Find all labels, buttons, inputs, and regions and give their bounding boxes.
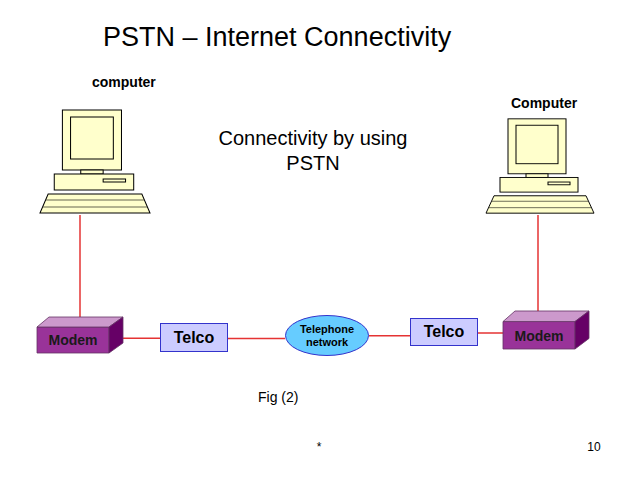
monitor-case	[62, 110, 121, 170]
system-unit	[500, 177, 578, 192]
system-unit	[54, 174, 133, 190]
node-text: Modem	[503, 322, 575, 349]
connector-line	[537, 215, 539, 311]
monitor-case	[508, 119, 566, 174]
computer-icon	[486, 117, 594, 215]
drive-slot	[548, 182, 570, 185]
connector-line	[123, 338, 160, 340]
modem-top	[503, 311, 589, 322]
figure-caption: Fig (2)	[258, 389, 298, 405]
node-text: Telco	[411, 319, 477, 345]
keyboard	[486, 196, 594, 213]
node-text: Telco	[161, 324, 227, 351]
node-text: Telephone network	[297, 315, 357, 356]
computer-label: computer	[92, 74, 156, 90]
computer-label: Computer	[511, 95, 577, 111]
slide-title: PSTN – Internet Connectivity	[103, 22, 451, 53]
keyboard-row	[492, 201, 588, 202]
connector-line	[478, 332, 503, 334]
keyboard-row	[46, 200, 144, 201]
modem-box: Modem	[37, 317, 123, 353]
network-ellipse-node: Telephone network	[285, 315, 369, 356]
modem-box: Modem	[503, 311, 589, 349]
monitor-screen	[71, 117, 114, 159]
keyboard-row	[489, 207, 591, 208]
node-text: Modem	[37, 327, 109, 353]
connector-line	[369, 335, 410, 337]
drive-slot	[103, 179, 125, 182]
computer-node: computer	[40, 74, 150, 215]
modem-side	[109, 317, 123, 353]
monitor-neck	[526, 174, 548, 178]
monitor-neck	[81, 170, 103, 174]
keyboard-row	[43, 207, 147, 208]
ellipse-outline	[286, 316, 369, 356]
telco-box: Telco	[410, 318, 478, 346]
modem-top	[37, 317, 123, 327]
connector-line	[228, 338, 285, 340]
footer-mark: *	[312, 440, 326, 455]
keyboard	[40, 194, 150, 213]
computer-node: Computer	[486, 95, 594, 215]
modem-side	[575, 311, 589, 349]
modem-front	[503, 322, 575, 349]
modem-front	[37, 327, 109, 353]
telco-box: Telco	[160, 323, 228, 352]
connector-line	[79, 215, 81, 317]
center-note: Connectivity by using PSTN	[200, 126, 426, 176]
page-number: 10	[582, 440, 606, 455]
monitor-screen	[516, 125, 558, 163]
computer-icon	[40, 108, 150, 215]
